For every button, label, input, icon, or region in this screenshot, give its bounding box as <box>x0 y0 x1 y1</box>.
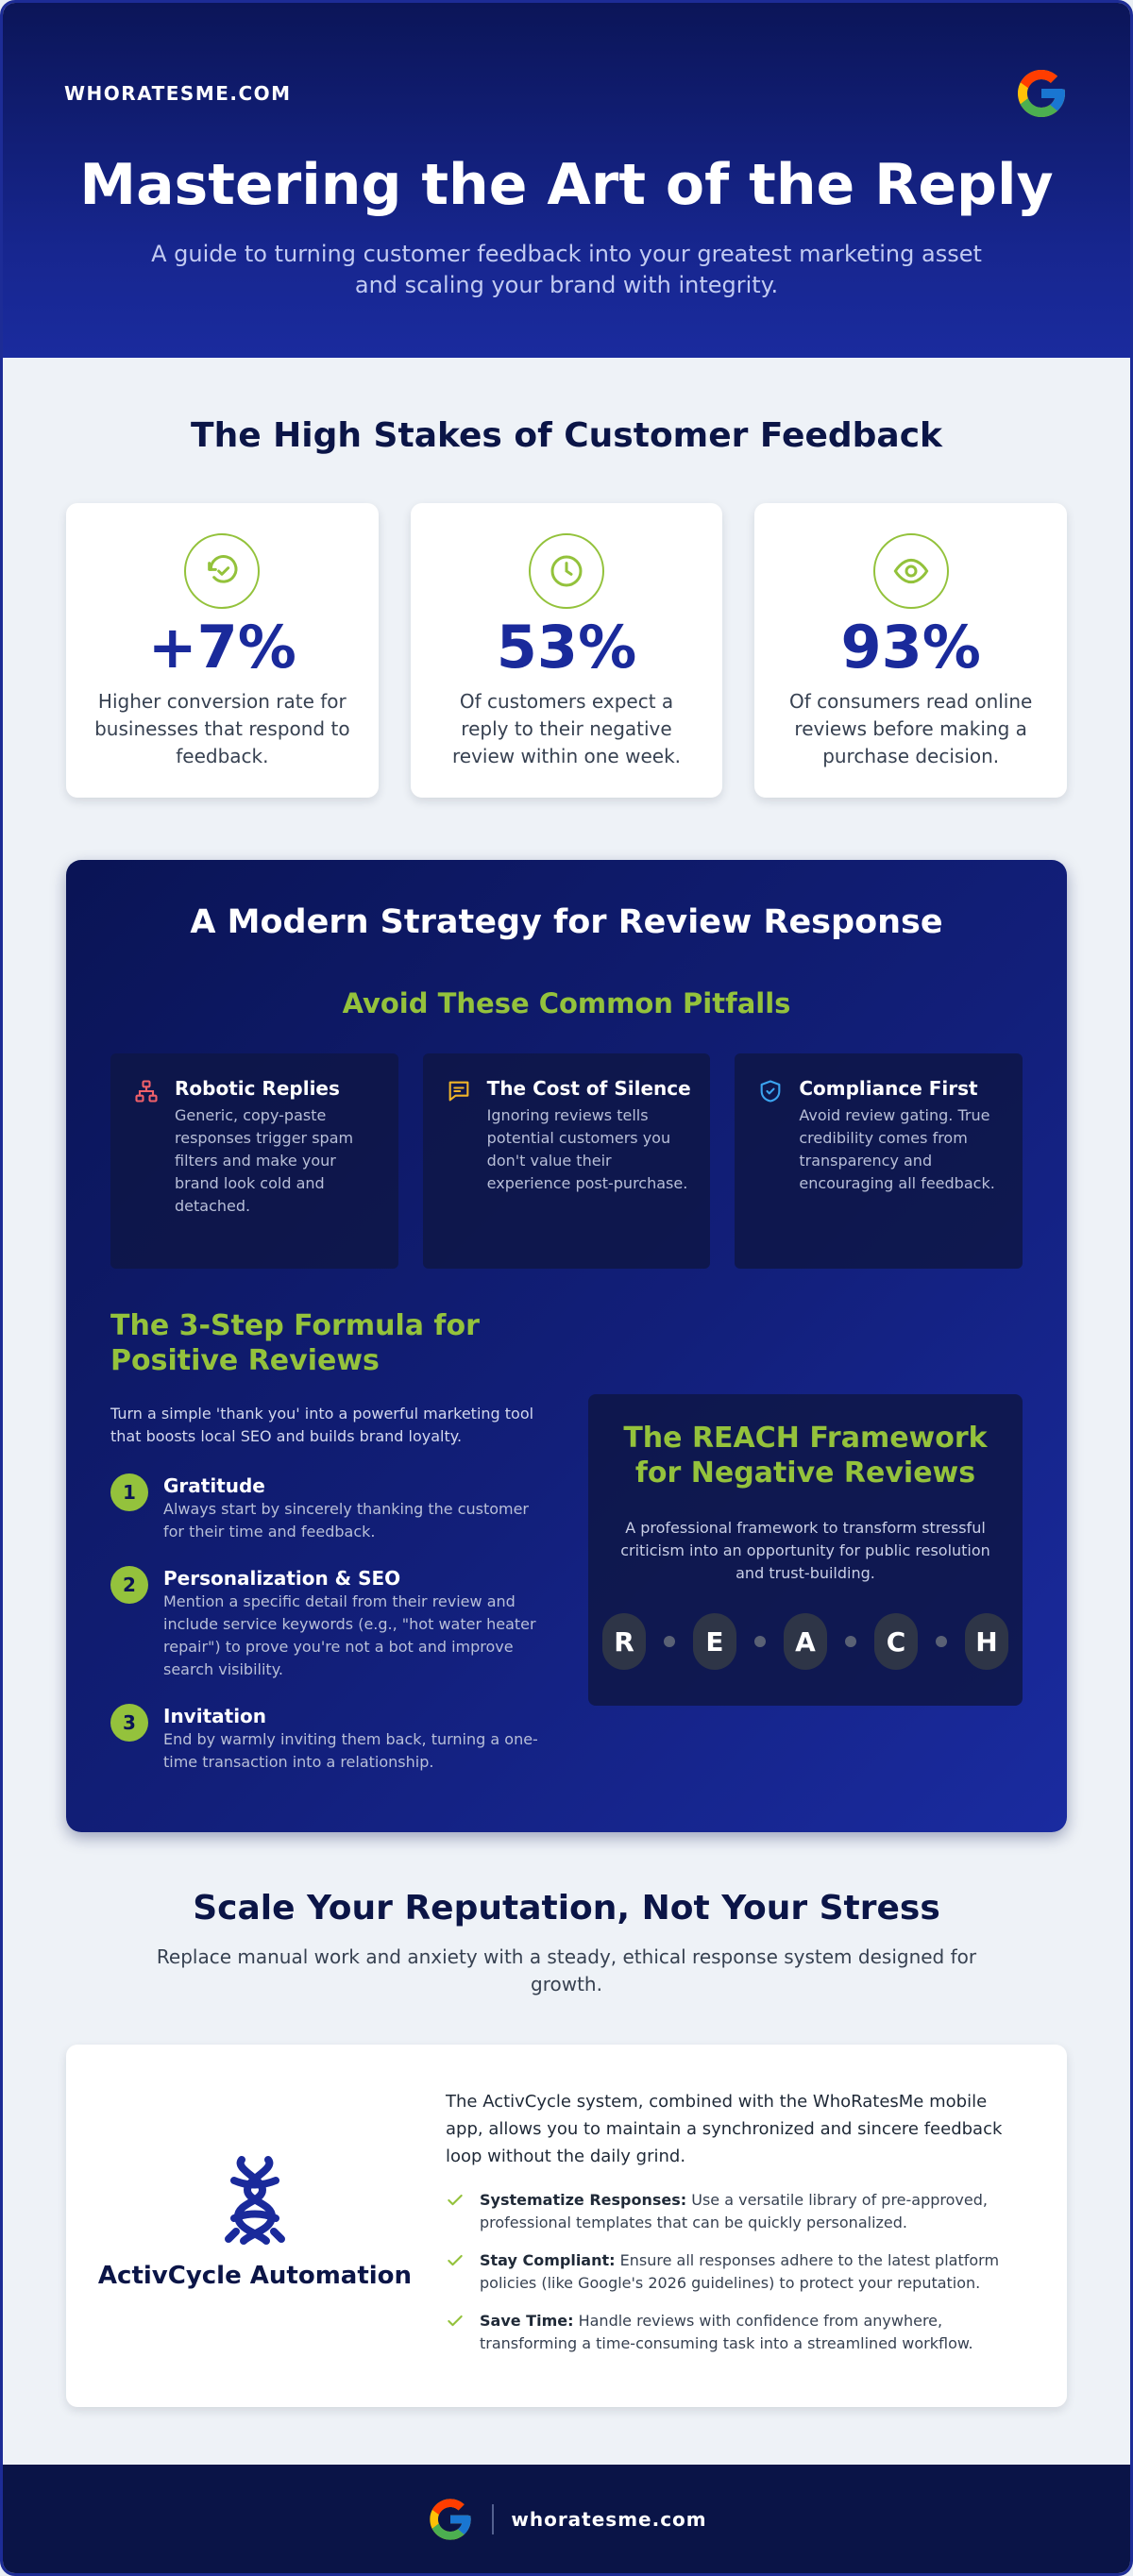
reach-letters: R E A C H <box>588 1613 1023 1670</box>
check-icon <box>446 2310 468 2355</box>
pitfalls-title: Avoid These Common Pitfalls <box>342 987 791 1019</box>
step-item: 3 Invitation End by warmly inviting them… <box>110 1704 554 1774</box>
step-number: 1 <box>110 1473 148 1511</box>
stat-text: Of consumers read online reviews before … <box>789 690 1033 767</box>
shield-check-icon <box>757 1076 786 1250</box>
pitfall-title: The Cost of Silence <box>486 1077 691 1100</box>
stat-card: +7% Higher conversion rate for businesse… <box>66 503 379 798</box>
benefit-description: Use a versatile library of pre-approved,… <box>480 2191 988 2231</box>
step-number: 3 <box>110 1704 148 1742</box>
hero-header: WHORATESME.COM Mastering the Art of the … <box>3 3 1130 358</box>
reach-divider <box>936 1636 947 1647</box>
message-icon <box>446 1076 474 1250</box>
benefit-description: Handle reviews with confidence from anyw… <box>480 2312 973 2352</box>
pitfall-title: Compliance First <box>799 1077 978 1100</box>
step-text: Mention a specific detail from their rev… <box>163 1592 536 1678</box>
automation-brand: ActivCycle Automation <box>66 2045 444 2407</box>
page-subtitle: A guide to turning customer feedback int… <box>151 241 982 298</box>
refresh-icon <box>184 533 261 609</box>
step-number: 2 <box>110 1566 148 1604</box>
benefit-item: Save Time: Handle reviews with confidenc… <box>446 2310 1010 2355</box>
benefit-item: Systematize Responses: Use a versatile l… <box>446 2189 1010 2234</box>
footer-separator <box>492 2503 495 2534</box>
benefit-description: Ensure all responses adhere to the lates… <box>480 2251 1000 2292</box>
pitfall-card: Compliance First Avoid review gating. Tr… <box>735 1053 1023 1269</box>
pitfall-card: The Cost of Silence Ignoring reviews tel… <box>422 1053 711 1269</box>
check-icon <box>446 2189 468 2234</box>
stat-text: Of customers expect a reply to their neg… <box>452 690 682 767</box>
formula-intro: Turn a simple 'thank you' into a powerfu… <box>110 1405 534 1445</box>
stat-value: 93% <box>840 613 981 682</box>
product-name: ActivCycle Automation <box>97 2262 413 2290</box>
google-g-icon <box>1018 70 1065 117</box>
knot-icon <box>225 2156 285 2245</box>
pitfall-title: Robotic Replies <box>175 1077 340 1100</box>
reach-letter[interactable]: C <box>874 1613 918 1670</box>
stat-value: +7% <box>147 613 296 682</box>
reach-letter[interactable]: R <box>602 1613 646 1670</box>
automation-card: ActivCycle Automation The ActivCycle sys… <box>66 2045 1067 2407</box>
reach-letter[interactable]: E <box>693 1613 736 1670</box>
footer: whoratesme.com <box>3 2465 1130 2573</box>
step-title: Personalization & SEO <box>163 1567 401 1590</box>
stats-row: +7% Higher conversion rate for businesse… <box>66 503 1068 798</box>
formula-title: The 3-Step Formula for Positive Reviews <box>110 1309 480 1377</box>
pitfall-text: Avoid review gating. True credibility co… <box>799 1106 995 1192</box>
step-text: Always start by sincerely thanking the c… <box>163 1500 530 1541</box>
clock-icon <box>529 533 604 609</box>
stakes-title: The High Stakes of Customer Feedback <box>191 416 942 455</box>
stat-value: 53% <box>496 613 637 682</box>
automation-details: The ActivCycle system, combined with the… <box>446 2088 1010 2370</box>
reach-text: A professional framework to transform st… <box>620 1519 990 1582</box>
google-g-icon <box>430 2498 472 2540</box>
step-item: 1 Gratitude Always start by sincerely th… <box>110 1473 554 1543</box>
scale-title: Scale Your Reputation, Not Your Stress <box>193 1889 940 1928</box>
benefit-label: Systematize Responses: <box>480 2191 687 2209</box>
pitfall-card: Robotic Replies Generic, copy-paste resp… <box>110 1053 398 1269</box>
scale-subtitle: Replace manual work and anxiety with a s… <box>156 1945 977 1995</box>
stat-text: Higher conversion rate for businesses th… <box>94 690 350 767</box>
reach-divider <box>664 1636 675 1647</box>
reach-divider <box>754 1636 766 1647</box>
benefit-text: Systematize Responses: Use a versatile l… <box>480 2189 1010 2234</box>
step-item: 2 Personalization & SEO Mention a specif… <box>110 1566 554 1681</box>
benefit-text: Stay Compliant: Ensure all responses adh… <box>480 2249 1010 2295</box>
reach-card: The REACH Framework for Negative Reviews… <box>588 1394 1023 1706</box>
step-text: End by warmly inviting them back, turnin… <box>163 1730 538 1771</box>
benefit-text: Save Time: Handle reviews with confidenc… <box>480 2310 1010 2355</box>
check-icon <box>446 2249 468 2295</box>
reach-title: The REACH Framework for Negative Reviews <box>623 1422 988 1490</box>
step-title: Invitation <box>163 1705 267 1727</box>
automation-intro: The ActivCycle system, combined with the… <box>446 2092 1003 2166</box>
strategy-panel: A Modern Strategy for Review Response Av… <box>66 860 1067 1832</box>
benefit-list: Systematize Responses: Use a versatile l… <box>446 2189 1010 2355</box>
strategy-title: A Modern Strategy for Review Response <box>190 903 943 941</box>
footer-link[interactable]: whoratesme.com <box>511 2507 707 2531</box>
benefit-label: Save Time: <box>480 2312 574 2330</box>
network-icon <box>133 1076 161 1250</box>
step-title: Gratitude <box>163 1474 265 1497</box>
eye-icon <box>872 533 949 609</box>
page-title: Mastering the Art of the Reply <box>79 152 1054 218</box>
steps-list: 1 Gratitude Always start by sincerely th… <box>110 1473 554 1796</box>
reach-letter[interactable]: H <box>965 1613 1008 1670</box>
brand-name[interactable]: WHORATESME.COM <box>64 82 292 105</box>
pitfalls-row: Robotic Replies Generic, copy-paste resp… <box>110 1053 1023 1269</box>
pitfall-text: Ignoring reviews tells potential custome… <box>486 1106 688 1192</box>
stat-card: 93% Of consumers read online reviews bef… <box>754 503 1068 798</box>
reach-divider <box>845 1636 856 1647</box>
benefit-label: Stay Compliant: <box>480 2251 616 2269</box>
stat-card: 53% Of customers expect a reply to their… <box>410 503 723 798</box>
pitfall-text: Generic, copy-paste responses trigger sp… <box>175 1106 354 1215</box>
reach-letter[interactable]: A <box>784 1613 827 1670</box>
benefit-item: Stay Compliant: Ensure all responses adh… <box>446 2249 1010 2295</box>
